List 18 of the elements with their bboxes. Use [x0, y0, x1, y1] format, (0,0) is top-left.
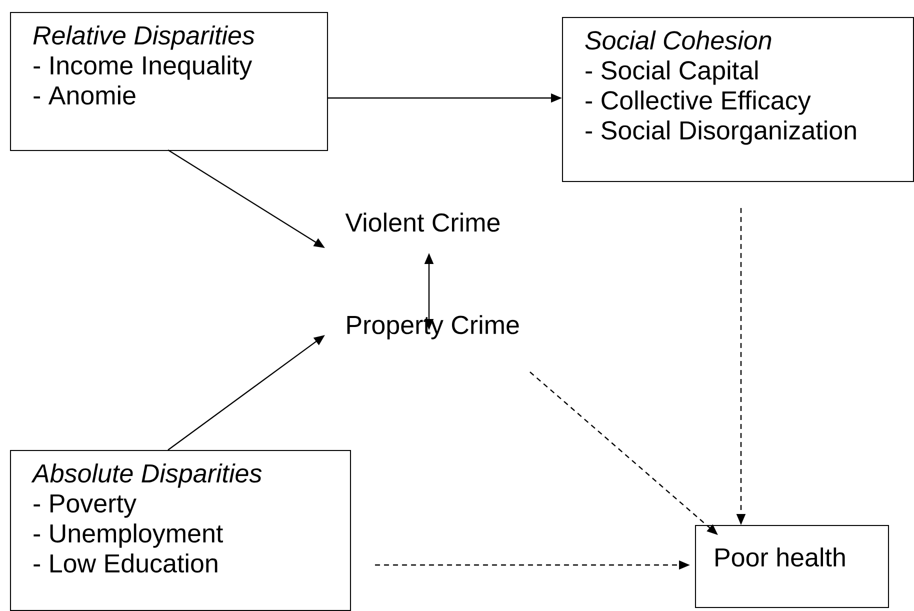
node-label: Property Crime: [347, 315, 519, 340]
node-label: Poor health: [716, 548, 845, 567]
box: [695, 525, 889, 608]
heading-text: Social Cohesion: [585, 30, 772, 50]
list-item: - Social Disorganization: [586, 120, 856, 145]
list-item: - Collective Efficacy: [586, 90, 811, 115]
list-item: - Low Education: [34, 554, 218, 573]
list-item: - Unemployment: [34, 524, 223, 548]
box: [10, 450, 351, 611]
box: [10, 12, 328, 151]
list-item: - Social Capital: [586, 60, 758, 85]
heading-text: Absolute Disparities: [31, 464, 262, 488]
box: [562, 17, 914, 182]
list-item: - Income Inequality: [34, 56, 252, 80]
list-item: - Poverty: [34, 494, 136, 518]
list-item: - Anomie: [34, 86, 136, 105]
node-label: Violent Crime: [345, 212, 500, 232]
heading-text: Relative Disparities: [33, 26, 254, 50]
